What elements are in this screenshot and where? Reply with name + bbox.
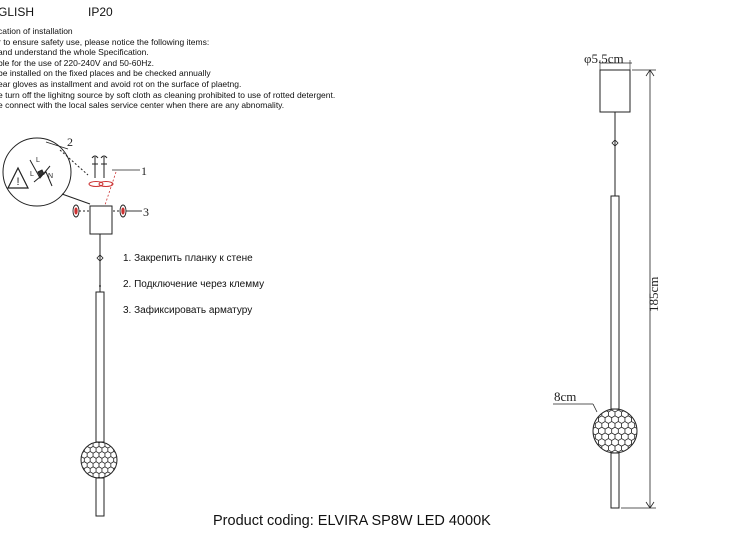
side-screws: [72, 204, 142, 218]
safety-instructions: cation of installation r to ensure safet…: [0, 26, 335, 111]
honeycomb-cell: [604, 449, 613, 453]
instruction-line: e connect with the local sales service c…: [0, 100, 285, 111]
sphere-diameter-label: 8cm: [554, 389, 576, 404]
honeycomb-cell: [116, 461, 117, 469]
height-dimension-line: [621, 69, 656, 509]
step-1: 1. Закрепить планку к стене: [123, 253, 253, 264]
instruction-line: ble for the use of 220-240V and 50-60Hz.: [0, 57, 154, 68]
svg-text:L: L: [36, 157, 40, 164]
ip-rating-label: IP20: [88, 5, 113, 19]
step-3: 3. Зафиксировать арматуру: [123, 305, 253, 316]
svg-text:L: L: [30, 171, 34, 178]
callout-3-label: 3: [143, 205, 149, 219]
light-tube-dim: [610, 195, 620, 410]
callout-1-label: 1: [141, 164, 147, 178]
instruction-line: ear gloves as installment and avoid rot …: [0, 78, 242, 89]
sphere-pattern-dim: [593, 409, 637, 453]
canopy-dim: [599, 69, 631, 113]
svg-text:!: !: [16, 176, 19, 188]
honeycomb-cell: [81, 466, 85, 475]
mounting-bracket: [88, 155, 114, 187]
honeycomb-cell: [113, 466, 117, 475]
honeycomb-sphere: [80, 441, 118, 479]
height-label: 185cm: [646, 277, 661, 312]
honeycomb-cell: [81, 461, 82, 469]
instruction-line: be installed on the fixed places and be …: [0, 68, 211, 79]
step-2: 2. Подключение через клемму: [123, 279, 265, 290]
honeycomb-cell: [81, 451, 82, 459]
honeycomb-cell: [95, 476, 103, 478]
honeycomb-cell: [617, 449, 626, 453]
svg-text:N: N: [48, 173, 53, 180]
callout-2-leader: [45, 141, 69, 150]
instruction-line: e turn off the lighitng source by soft c…: [0, 89, 336, 100]
honeycomb-sphere-dim: [592, 408, 638, 454]
instruction-line: and understand the whole Specification.: [0, 47, 149, 58]
light-tube-lower: [95, 477, 105, 517]
canopy-diameter-label: φ5.5cm: [584, 51, 624, 66]
honeycomb-cell: [611, 449, 619, 453]
language-label: GLISH: [0, 5, 35, 19]
callout-2-label: 2: [67, 135, 73, 149]
honeycomb-cell: [116, 451, 117, 459]
instruction-line: cation of installation: [0, 26, 73, 36]
honeycomb-cell: [89, 476, 97, 478]
light-tube: [95, 291, 105, 443]
honeycomb-cell: [101, 476, 109, 478]
installation-detail-circle: ! L L N: [2, 137, 91, 207]
light-tube-dim-lower: [610, 452, 620, 509]
instruction-line: r to ensure safety use, please notice th…: [0, 36, 210, 47]
product-coding: Product coding: ELVIRA SP8W LED 4000K: [213, 513, 491, 529]
canopy: [89, 205, 113, 235]
